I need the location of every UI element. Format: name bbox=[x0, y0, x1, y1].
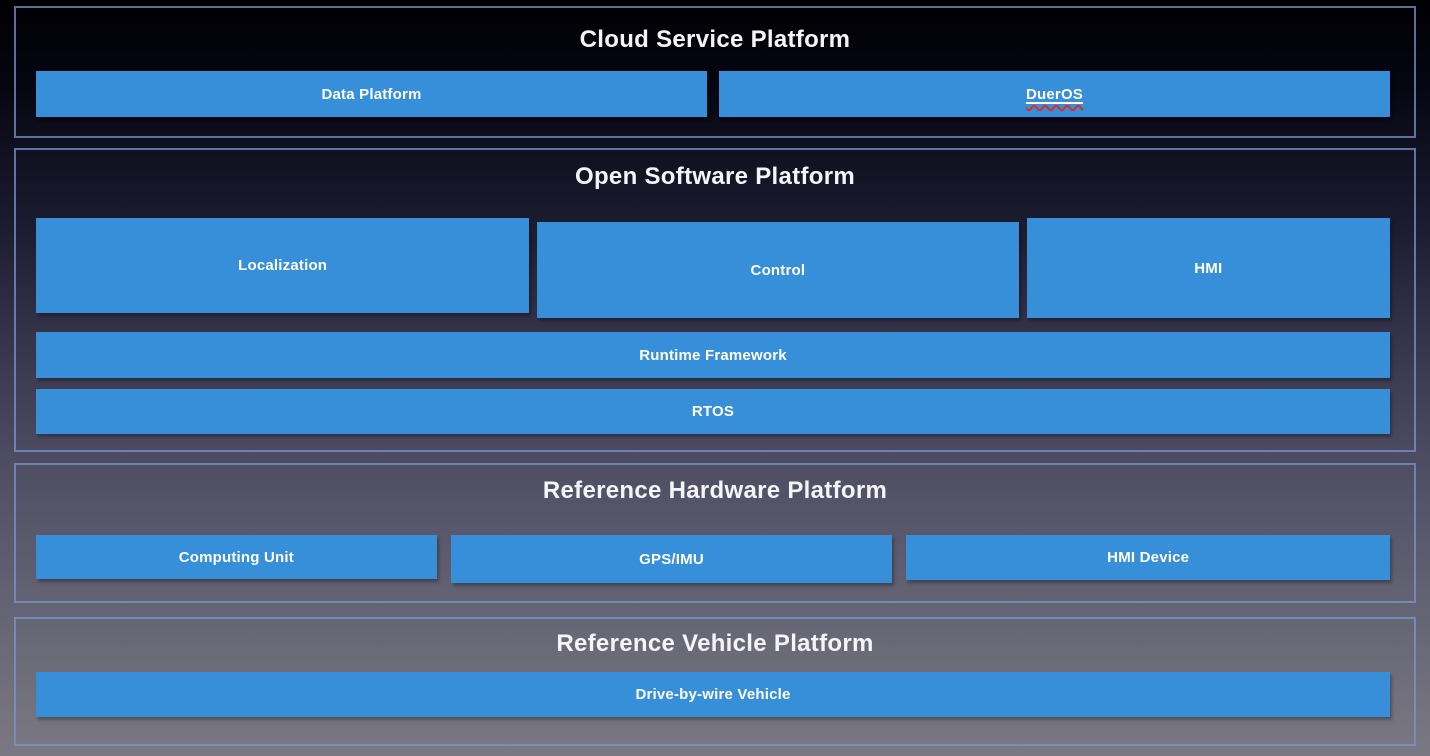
cloud-box-row: Data Platform DuerOS bbox=[16, 71, 1414, 117]
component-label: Control bbox=[750, 261, 806, 279]
runtime-framework-row: Runtime Framework bbox=[16, 332, 1414, 378]
component-box-computing-unit: Computing Unit bbox=[36, 535, 437, 579]
component-box-dueros: DuerOS bbox=[719, 71, 1390, 117]
component-box-drive-by-wire-vehicle: Drive-by-wire Vehicle bbox=[36, 672, 1390, 717]
section-reference-hardware-platform: Reference Hardware Platform Computing Un… bbox=[14, 463, 1416, 603]
vehicle-box-row: Drive-by-wire Vehicle bbox=[16, 672, 1414, 717]
component-box-data-platform: Data Platform bbox=[36, 71, 707, 117]
component-box-localization: Localization bbox=[36, 218, 530, 313]
section-reference-vehicle-platform: Reference Vehicle Platform Drive-by-wire… bbox=[14, 617, 1416, 746]
component-label: Data Platform bbox=[321, 85, 422, 103]
component-label: Localization bbox=[238, 257, 328, 274]
component-label: HMI bbox=[1194, 259, 1223, 277]
section-cloud-service-platform: Cloud Service Platform Data Platform Due… bbox=[14, 6, 1416, 138]
component-label: RTOS bbox=[691, 403, 735, 420]
component-label: DuerOS bbox=[1025, 85, 1084, 103]
section-title-open-software-platform: Open Software Platform bbox=[575, 163, 855, 190]
component-box-rtos: RTOS bbox=[36, 389, 1390, 434]
section-title-reference-vehicle-platform: Reference Vehicle Platform bbox=[556, 630, 874, 657]
component-label: Computing Unit bbox=[178, 548, 294, 566]
component-box-gps-imu: GPS/IMU bbox=[450, 535, 893, 583]
component-label: HMI Device bbox=[1107, 549, 1190, 566]
section-title-reference-hardware-platform: Reference Hardware Platform bbox=[542, 477, 888, 504]
component-box-control: Control bbox=[537, 222, 1019, 318]
hardware-box-row: Computing Unit GPS/IMU HMI Device bbox=[16, 535, 1414, 583]
rtos-row: RTOS bbox=[16, 389, 1414, 434]
component-label: Drive-by-wire Vehicle bbox=[635, 686, 791, 703]
component-box-runtime-framework: Runtime Framework bbox=[36, 332, 1390, 378]
component-box-hmi: HMI bbox=[1026, 218, 1390, 318]
software-modules-row: Localization Control HMI bbox=[16, 218, 1414, 318]
component-box-hmi-device: HMI Device bbox=[906, 535, 1391, 580]
component-label: GPS/IMU bbox=[639, 550, 704, 568]
dueros-underline: DuerOS bbox=[1026, 86, 1083, 103]
component-label: Runtime Framework bbox=[639, 346, 787, 364]
section-open-software-platform: Open Software Platform Localization Cont… bbox=[14, 148, 1416, 452]
section-title-cloud-service-platform: Cloud Service Platform bbox=[579, 26, 851, 53]
